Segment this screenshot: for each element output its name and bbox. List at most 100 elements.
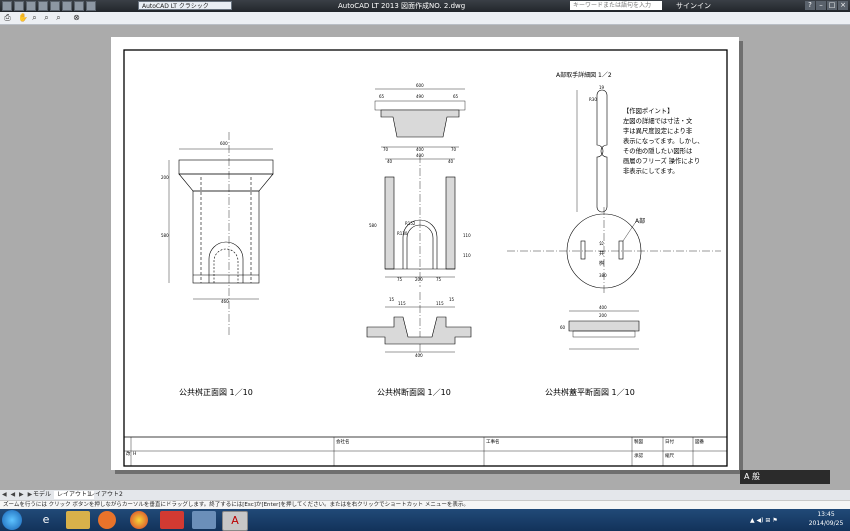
title-bar: AutoCAD LT クラシック AutoCAD LT 2013 図面作成NO.… bbox=[0, 0, 850, 12]
front-view: 600 460 580 200 bbox=[161, 132, 274, 337]
dim-label: 15 bbox=[449, 297, 455, 302]
paint-icon[interactable] bbox=[192, 511, 216, 529]
dim-label: 380 bbox=[599, 273, 607, 278]
revision-label: 改 bbox=[126, 450, 131, 457]
help-icon[interactable]: ? bbox=[805, 1, 815, 10]
pan-icon[interactable]: ✋ bbox=[18, 13, 28, 22]
print-icon[interactable] bbox=[62, 1, 72, 11]
section-inner-dim: 490 bbox=[416, 94, 424, 99]
workspace-dropdown[interactable]: AutoCAD LT クラシック bbox=[138, 1, 232, 10]
system-tray: ▲ ◀) ⊞ ⚑ bbox=[750, 517, 778, 524]
layout-paper[interactable]: 600 460 580 200 600 490 400 65 65 70 70 … bbox=[111, 37, 739, 470]
search-input[interactable] bbox=[570, 1, 662, 10]
explorer-icon[interactable] bbox=[66, 511, 90, 529]
company-label: 会社名 bbox=[336, 438, 350, 445]
taskbar: e A bbox=[0, 509, 850, 531]
window-title: AutoCAD LT 2013 図面作成NO. 2.dwg bbox=[338, 2, 466, 10]
quick-access-toolbar bbox=[2, 1, 96, 11]
dim-label: 15 bbox=[389, 297, 395, 302]
tab-nav-arrows[interactable]: ◀ ◀ ▶ ▶ bbox=[2, 491, 34, 498]
note-line: 字は異尺度設定により非 bbox=[623, 126, 693, 135]
zoom-previous-icon[interactable]: ⌕ bbox=[56, 13, 61, 22]
app-menu-icon[interactable] bbox=[2, 1, 12, 11]
dim-label: 115 bbox=[436, 301, 444, 306]
minimize-icon[interactable]: – bbox=[816, 1, 826, 10]
save-as-icon[interactable] bbox=[50, 1, 60, 11]
lid-char: 公 bbox=[599, 241, 604, 247]
new-icon[interactable] bbox=[14, 1, 24, 11]
dim-label: 580 bbox=[369, 223, 377, 228]
command-line[interactable]: ズームを行うには クリック ボタンを押しながらカーソルを垂直にドラッグします。終… bbox=[0, 500, 850, 509]
redo-icon[interactable] bbox=[86, 1, 96, 11]
ie-icon[interactable]: e bbox=[42, 513, 50, 526]
signin-link[interactable]: サインイン bbox=[676, 2, 711, 10]
zoom-window-icon[interactable]: ⌕ bbox=[44, 13, 49, 22]
handle-detail-view: 19 R30 bbox=[576, 85, 608, 213]
dim-label: 400 bbox=[415, 353, 423, 358]
lid-char: 共 bbox=[599, 250, 604, 257]
clock[interactable]: 13:45 2014/09/25 bbox=[806, 510, 846, 528]
detail-title: A部取手詳細図 1／2 bbox=[556, 71, 612, 79]
design-label: 製図 bbox=[634, 438, 643, 445]
media-player-icon[interactable] bbox=[98, 511, 116, 529]
standard-toolbar: ⎙ ✋ ⌕ ⌕ ⌕ ⊗ bbox=[0, 12, 850, 25]
open-icon[interactable] bbox=[26, 1, 36, 11]
close-drawing-icon[interactable]: ⊗ bbox=[73, 13, 80, 22]
dim-label: 19 bbox=[599, 85, 605, 90]
radius-label: R152 bbox=[405, 221, 416, 226]
lid-plan-view: 公 共 桝 A部 380 bbox=[507, 207, 721, 295]
start-button[interactable] bbox=[2, 510, 22, 530]
layout-tabs: ◀ ◀ ▶ ▶ モデル レイアウト1 レイアウト2 bbox=[0, 490, 850, 500]
close-icon[interactable]: × bbox=[838, 1, 848, 10]
tab-layout1[interactable]: レイアウト1 bbox=[54, 491, 94, 499]
front-view-title: 公共桝正面図 1／10 bbox=[179, 387, 253, 397]
tab-layout2[interactable]: レイアウト2 bbox=[89, 491, 123, 498]
lid-char: 桝 bbox=[599, 260, 604, 267]
drawing-canvas: 600 460 580 200 600 490 400 65 65 70 70 … bbox=[123, 49, 728, 467]
autocad-taskbar-icon[interactable]: A bbox=[222, 511, 248, 531]
app-icon[interactable] bbox=[160, 511, 184, 529]
dim-label: 60 bbox=[560, 325, 566, 330]
dim-label: 40 bbox=[448, 159, 454, 164]
note-line: 表示になってます。しかし、 bbox=[623, 136, 704, 145]
window-controls: ? – □ × bbox=[805, 1, 848, 10]
date-label: 日付 bbox=[665, 438, 674, 445]
front-top-dim: 200 bbox=[161, 175, 169, 180]
section-bottom-view: 400 115 115 15 15 bbox=[366, 292, 472, 358]
ime-bar[interactable]: A 般 bbox=[740, 470, 830, 484]
dim-label: 70 bbox=[451, 147, 457, 152]
zoom-realtime-icon[interactable]: ⌕ bbox=[32, 13, 37, 22]
chrome-icon[interactable] bbox=[130, 511, 148, 529]
note-line: 画層のフリーズ 操作により bbox=[623, 156, 700, 165]
dim-label: 75 bbox=[436, 277, 442, 282]
section-width-dim: 600 bbox=[416, 83, 424, 88]
lid-view-title: 公共桝蓋平断面図 1／10 bbox=[545, 387, 635, 397]
front-width-dim: 600 bbox=[220, 141, 228, 146]
dim-label: 65 bbox=[379, 94, 385, 99]
work-label: 工事名 bbox=[486, 438, 500, 445]
scale-label: 縮尺 bbox=[665, 452, 674, 459]
save-icon[interactable] bbox=[38, 1, 48, 11]
front-height-dim: 580 bbox=[161, 233, 169, 238]
note-line: その他の隠したい図形は bbox=[623, 146, 692, 155]
dim-label: 200 bbox=[415, 277, 423, 282]
maximize-icon[interactable]: □ bbox=[827, 1, 837, 10]
a-label: A部 bbox=[635, 217, 645, 225]
note-line: 非表示にしてます。 bbox=[623, 166, 679, 175]
radius-label: R130 bbox=[397, 231, 408, 236]
drawing-border bbox=[123, 49, 728, 467]
note-header: 【作図ポイント】 bbox=[623, 106, 673, 115]
radius-label: R30 bbox=[589, 97, 597, 102]
dim-label: 110 bbox=[463, 253, 471, 258]
clock-date: 2014/09/25 bbox=[808, 520, 844, 527]
dim-label: 70 bbox=[383, 147, 389, 152]
tab-model[interactable]: モデル bbox=[33, 491, 52, 498]
dim-label: 75 bbox=[397, 277, 403, 282]
note-line: 左図の詳細では寸法・文 bbox=[623, 116, 693, 125]
drawing-no-label: 図番 bbox=[695, 438, 704, 445]
check-label: 承認 bbox=[634, 452, 643, 459]
undo-icon[interactable] bbox=[74, 1, 84, 11]
print-icon[interactable]: ⎙ bbox=[4, 13, 11, 22]
lid-section-view: 400 200 60 bbox=[560, 305, 640, 350]
dim-label: 65 bbox=[453, 94, 459, 99]
